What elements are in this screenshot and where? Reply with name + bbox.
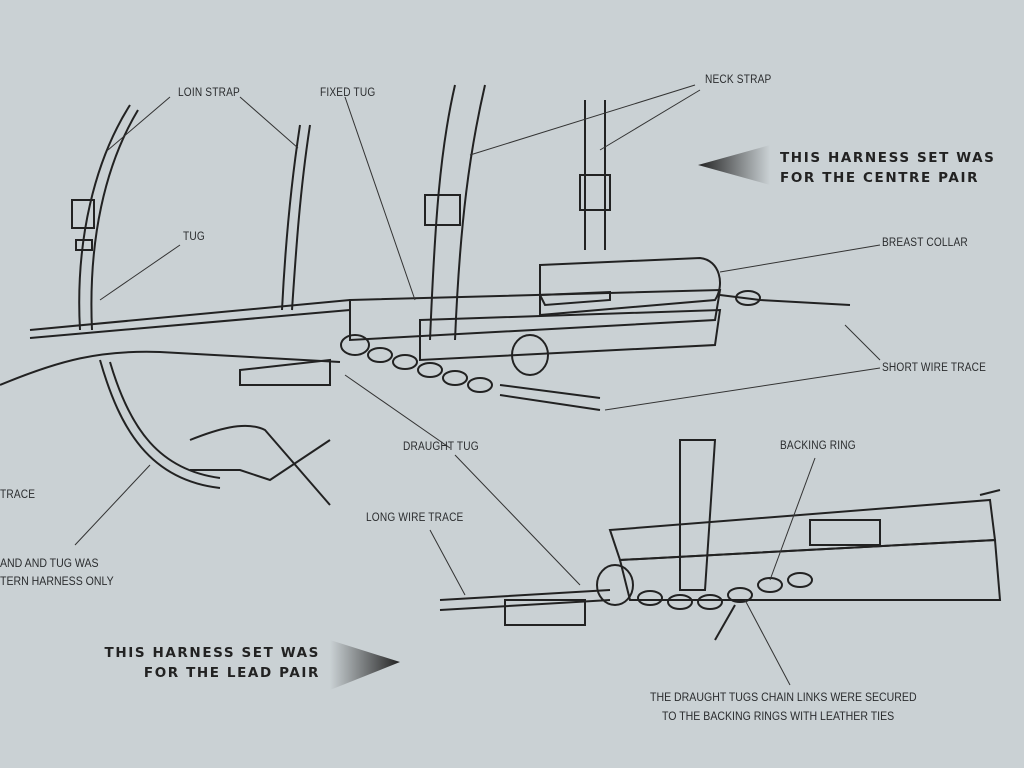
label-tug: TUG (183, 231, 205, 243)
loin-strap-right (281, 124, 301, 311)
heading-centre-pair: THIS HARNESS SET WAS FOR THE CENTRE PAIR (780, 148, 995, 188)
heading-centre-line1: THIS HARNESS SET WAS (780, 150, 996, 166)
heading-lead-line1: THIS HARNESS SET WAS (104, 645, 320, 661)
note-left-line2: TERN HARNESS ONLY (0, 574, 114, 588)
chain-centre (340, 334, 549, 393)
note-bottom-line1: THE DRAUGHT TUGS CHAIN LINKS WERE SECURE… (650, 690, 917, 704)
label-loin-strap: LOIN STRAP (178, 87, 240, 99)
loin-strap-left (78, 104, 131, 331)
arrow-centre-pair (698, 145, 770, 185)
label-breast-collar: BREAST COLLAR (882, 237, 968, 249)
label-neck-strap: NECK STRAP (705, 74, 772, 86)
label-long-wire-trace: LONG WIRE TRACE (366, 512, 464, 524)
note-left-line1: AND AND TUG WAS (0, 556, 99, 570)
heading-lead-line2: FOR THE LEAD PAIR (143, 665, 320, 681)
neck-strap (429, 84, 456, 341)
arrow-lead-pair (330, 640, 400, 690)
label-fixed-tug: FIXED TUG (320, 87, 376, 99)
label-backing-ring: BACKING RING (780, 440, 856, 452)
heading-lead-pair: THIS HARNESS SET WAS FOR THE LEAD PAIR (70, 643, 320, 683)
leader-lines (74, 84, 881, 686)
chain-lower (596, 564, 813, 610)
label-draught-tug: DRAUGHT TUG (403, 441, 479, 453)
breast-collar (539, 256, 721, 317)
note-bottom-line2: TO THE BACKING RINGS WITH LEATHER TIES (662, 709, 895, 723)
heading-centre-line2: FOR THE CENTRE PAIR (780, 170, 980, 186)
label-short-wire-trace: SHORT WIRE TRACE (882, 362, 987, 374)
label-trace: TRACE (0, 489, 36, 501)
